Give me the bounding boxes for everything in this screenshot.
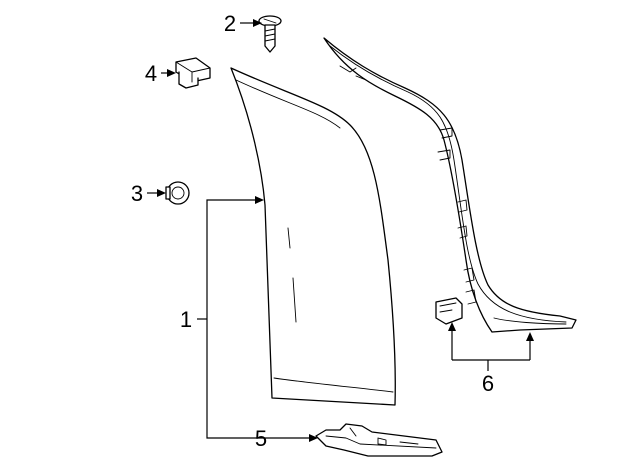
arrow-4 bbox=[167, 69, 176, 77]
callout-2: 2 bbox=[224, 11, 236, 36]
part-6-pillar-trim bbox=[323, 37, 577, 333]
callout-3: 3 bbox=[131, 181, 143, 206]
callout-4: 4 bbox=[145, 61, 157, 86]
callout-5: 5 bbox=[255, 426, 267, 451]
arrow-5 bbox=[309, 434, 318, 442]
part-4-retainer bbox=[175, 57, 211, 89]
callout-6: 6 bbox=[482, 371, 494, 396]
part-5-bracket bbox=[315, 423, 443, 457]
arrow-1 bbox=[255, 196, 264, 204]
part-2-screw bbox=[258, 15, 282, 53]
arrow-3 bbox=[157, 189, 166, 197]
part-1-trim-panel bbox=[230, 67, 396, 406]
callouts: 1 2 3 4 5 6 bbox=[131, 11, 494, 451]
part-3-clip bbox=[165, 181, 190, 205]
arrow-6b bbox=[526, 332, 534, 341]
arrow-2 bbox=[253, 19, 262, 27]
part-6-clip bbox=[435, 297, 463, 325]
leader-lines bbox=[147, 19, 534, 442]
arrow-6a bbox=[448, 322, 456, 331]
callout-1: 1 bbox=[180, 307, 192, 332]
